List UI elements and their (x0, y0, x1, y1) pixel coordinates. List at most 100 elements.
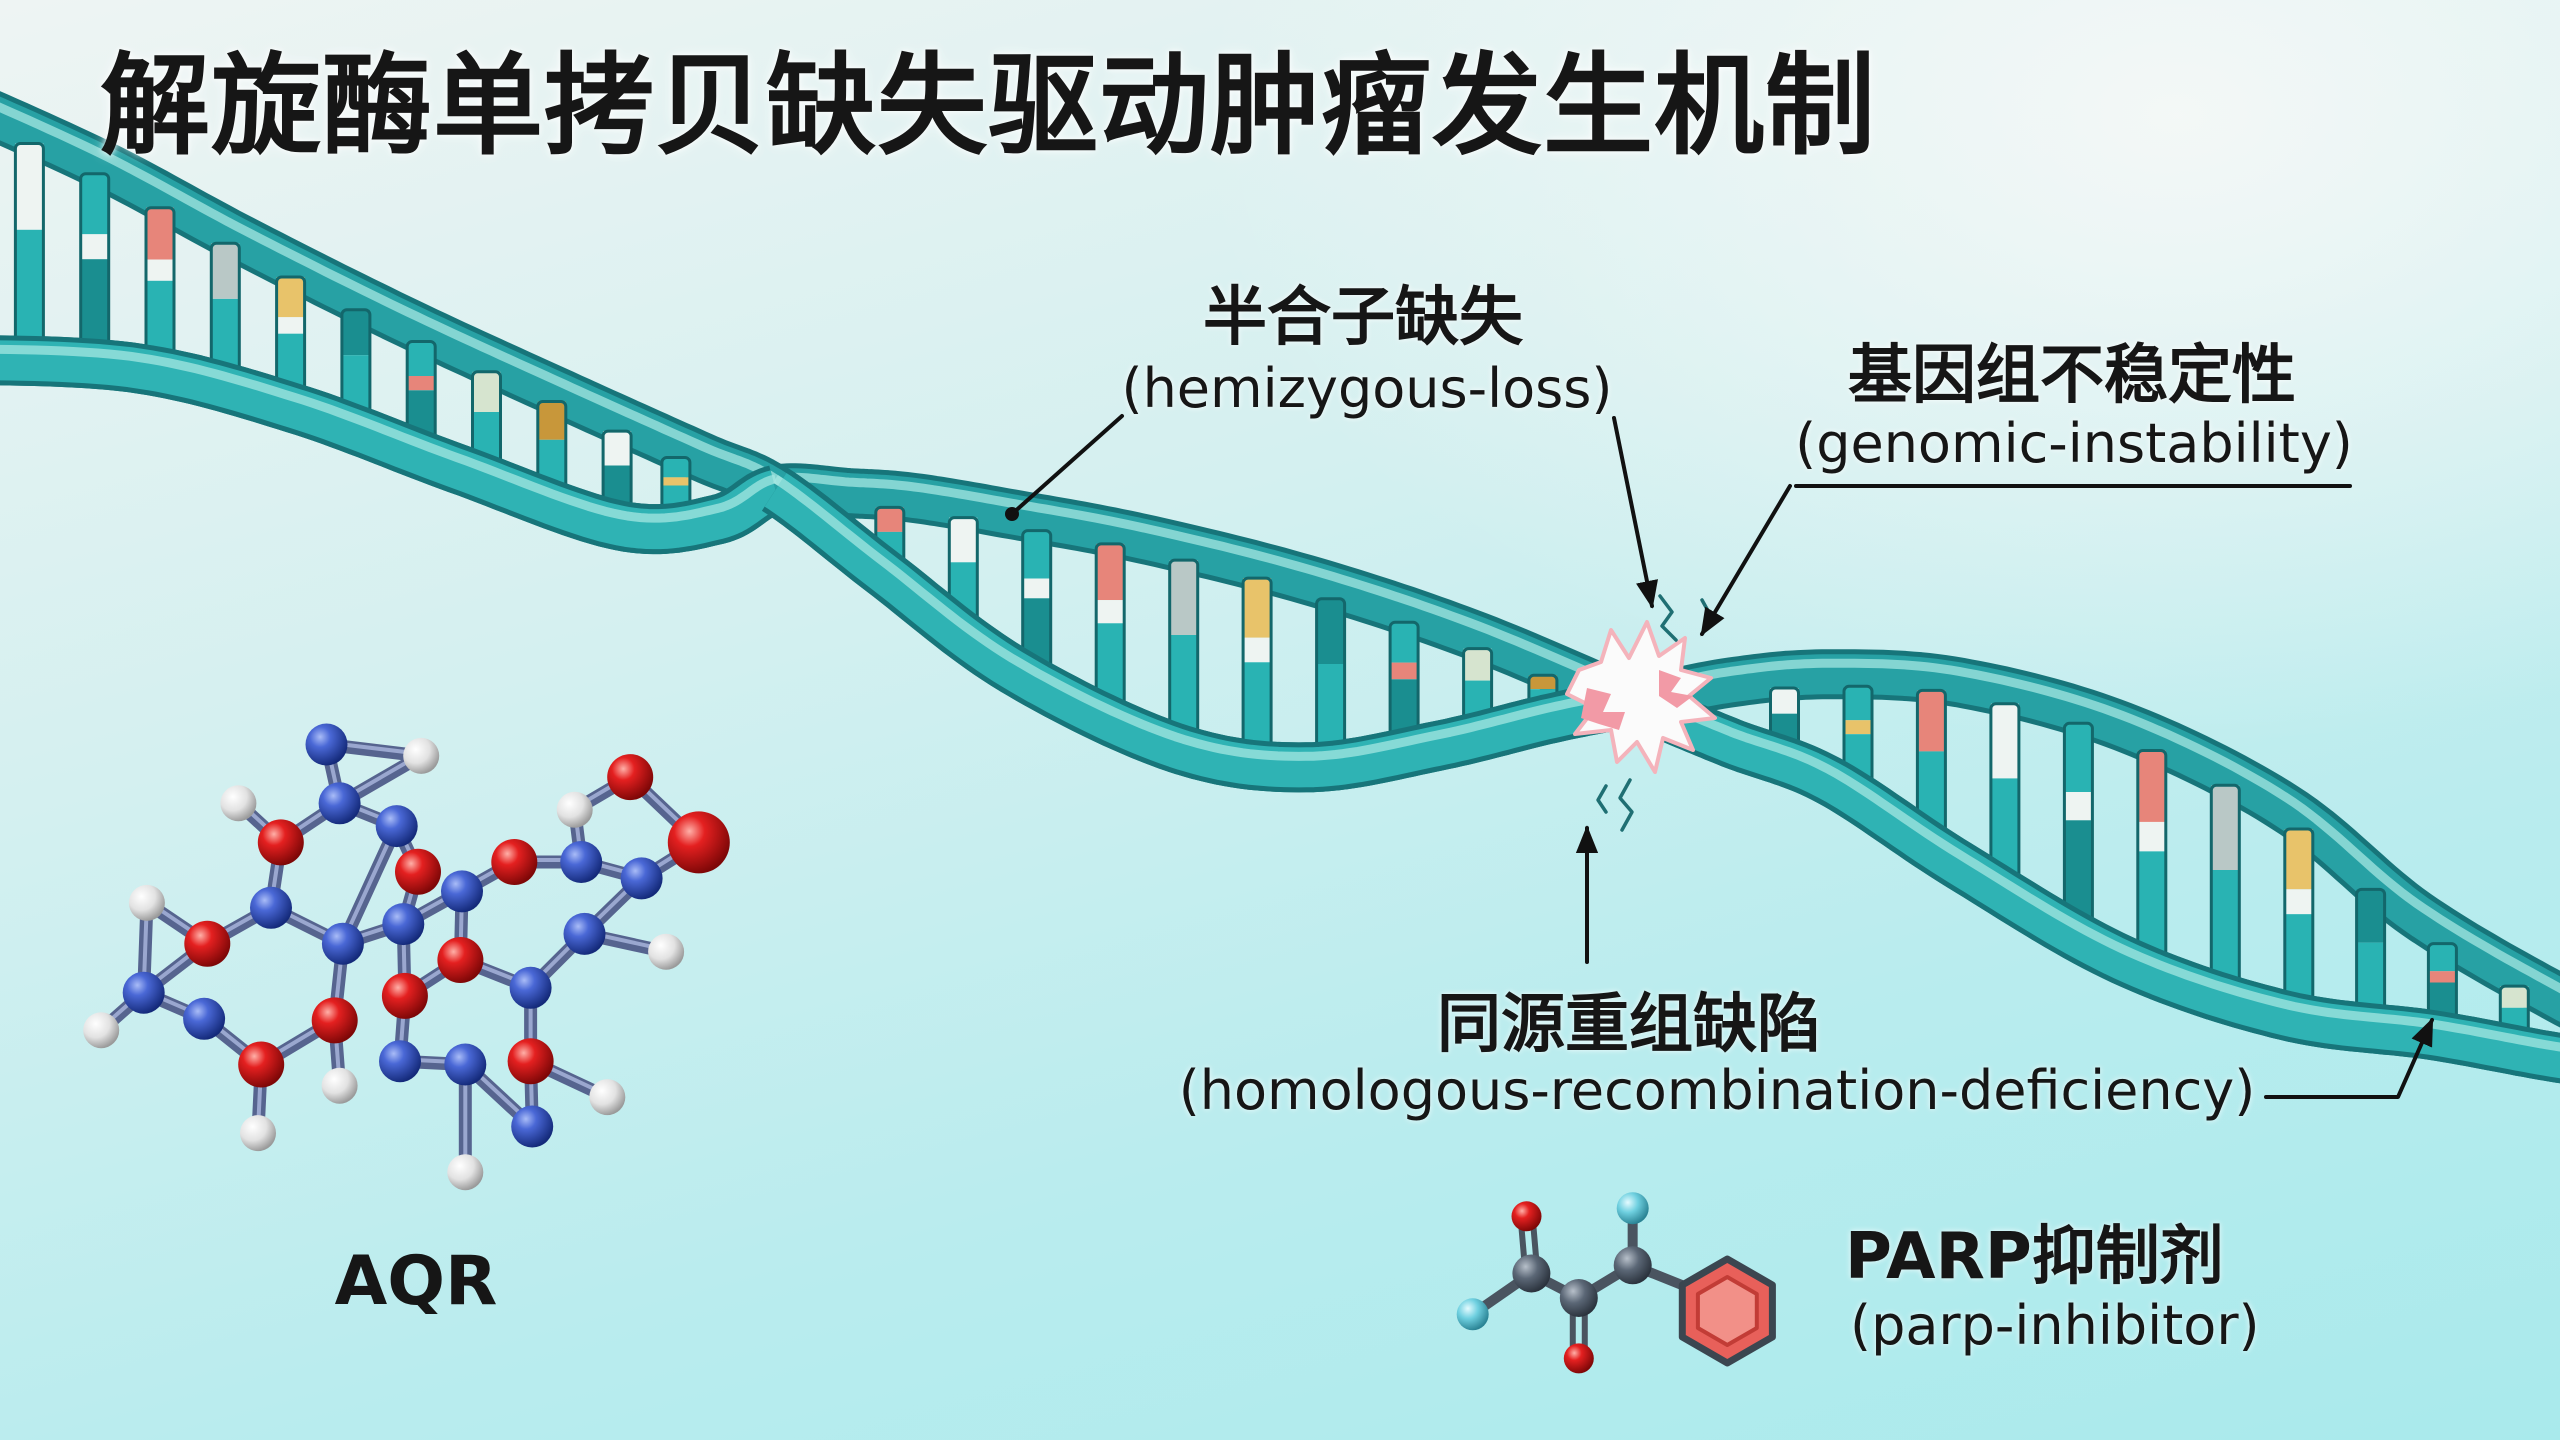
base-pair-segment (276, 317, 305, 334)
base-pair-segment (537, 401, 566, 440)
hrd-arrow-right (2264, 1017, 2434, 1099)
break-crack-mark (1596, 784, 1608, 814)
base-pair-segment (80, 234, 109, 260)
parp-inhibitor-molecule (1456, 1192, 1776, 1374)
base-pair-segment (146, 259, 174, 281)
base-pair-segment (1316, 664, 1345, 754)
base-pair-segment (1390, 662, 1419, 680)
base-pair (2136, 749, 2168, 963)
base-pair-segment (80, 259, 109, 352)
atom-red (257, 819, 304, 866)
base-pair (1021, 529, 1053, 674)
atom-blue (183, 997, 226, 1040)
atom-red (491, 839, 538, 885)
parp-inhibitor-label: PARP抑制剂 (1845, 1220, 2224, 1294)
base-pair-segment (1243, 662, 1272, 754)
base-pair-segment (146, 207, 174, 260)
benzene-ring-inner (1695, 1275, 1759, 1347)
atom-red (311, 997, 358, 1044)
atom-red (507, 1038, 554, 1085)
genomic-instability-label: 基因组不稳定性 (1848, 339, 2296, 413)
base-pair-segment (1463, 648, 1492, 681)
base-pair (275, 275, 307, 397)
hemizygous-loss-arrow (1612, 416, 1658, 609)
atom-blue (375, 805, 418, 848)
atom-cyan (1456, 1298, 1489, 1331)
base-pair-segment (1316, 598, 1345, 664)
atom-blue (321, 922, 364, 965)
hrd-label-en: (homologous-recombination-deficiency) (1178, 1059, 2256, 1122)
base-pair-segment (1243, 578, 1272, 638)
base-pair (2283, 827, 2315, 1008)
dna-strand-a-highlight (773, 475, 1634, 761)
base-pair-segment (1844, 720, 1872, 735)
base-pair (1241, 576, 1273, 755)
atom-blue (250, 886, 292, 929)
atom-white (403, 737, 440, 774)
base-pair-segment (407, 341, 436, 377)
base-pair-segment (2211, 870, 2240, 987)
atom-gray (1559, 1279, 1598, 1317)
atom-blue (379, 1040, 421, 1083)
dna-strand-b-highlight (0, 344, 777, 523)
hrd-label: 同源重组缺陷 (1437, 988, 1821, 1062)
atom-blue (509, 966, 552, 1009)
base-pair-segment (2284, 889, 2313, 915)
base-pair (144, 206, 176, 362)
base-pair-segment (875, 507, 904, 532)
base-pair-segment (2211, 785, 2240, 870)
atom-red (667, 811, 730, 874)
base-pair-segment (661, 457, 690, 478)
atom-gray (1512, 1254, 1551, 1293)
base-pair (79, 172, 111, 354)
base-pair-segment (949, 517, 978, 563)
dna-front-strands (0, 335, 2560, 1084)
base-pair-segment (2137, 750, 2166, 822)
base-pair-segment (1243, 637, 1272, 663)
base-pair (2355, 887, 2387, 1018)
base-pair (1094, 542, 1126, 711)
atom-red (1563, 1343, 1594, 1374)
hemizygous-loss-label-en: (hemizygous-loss) (1121, 357, 1613, 420)
base-pair-segment (661, 477, 690, 486)
dna-base-pairs (13, 142, 2530, 1040)
genomic-instability-label-en: (genomic-instability) (1795, 412, 2353, 475)
atom-white (83, 1012, 120, 1049)
base-pair-segment (1917, 690, 1946, 752)
atom-blue (560, 841, 603, 883)
base-pair-segment (1169, 560, 1198, 635)
break-burst (1565, 620, 1717, 774)
aqr-label: AQR (334, 1242, 498, 1321)
break-crack-mark (1618, 778, 1634, 832)
base-pair-segment (603, 431, 632, 466)
dna-strand-b (0, 340, 792, 550)
atom-white (556, 791, 593, 828)
base-pair-segment (1096, 543, 1125, 601)
base-pair (1168, 558, 1200, 740)
base-pair-segment (2064, 723, 2093, 793)
genomic-instability-arrow (1700, 484, 1792, 637)
base-pair-segment (341, 309, 370, 356)
atom-red (395, 848, 441, 895)
base-pair-segment (2284, 829, 2313, 890)
atom-white (321, 1067, 358, 1104)
base-pair-segment (1770, 688, 1799, 714)
base-pair-segment (2500, 986, 2529, 1008)
base-pair (209, 241, 241, 377)
dna-strand-b (1619, 683, 2560, 1079)
dna-strand-a (760, 473, 1648, 788)
base-pair (13, 142, 45, 351)
atom-red (1511, 1201, 1542, 1232)
atom-red (238, 1041, 285, 1088)
atom-red (184, 920, 231, 967)
base-pair (2209, 783, 2241, 989)
atom-red (607, 754, 654, 801)
atom-white (589, 1079, 626, 1116)
hemizygous-loss-label: 半合子缺失 (1203, 281, 1523, 355)
aqr-molecule (83, 723, 730, 1191)
base-pair-segment (15, 229, 44, 349)
atom-gray (1613, 1246, 1652, 1285)
atom-blue (444, 1043, 487, 1086)
base-pair-segment (1390, 622, 1419, 663)
base-pair-segment (276, 277, 305, 318)
